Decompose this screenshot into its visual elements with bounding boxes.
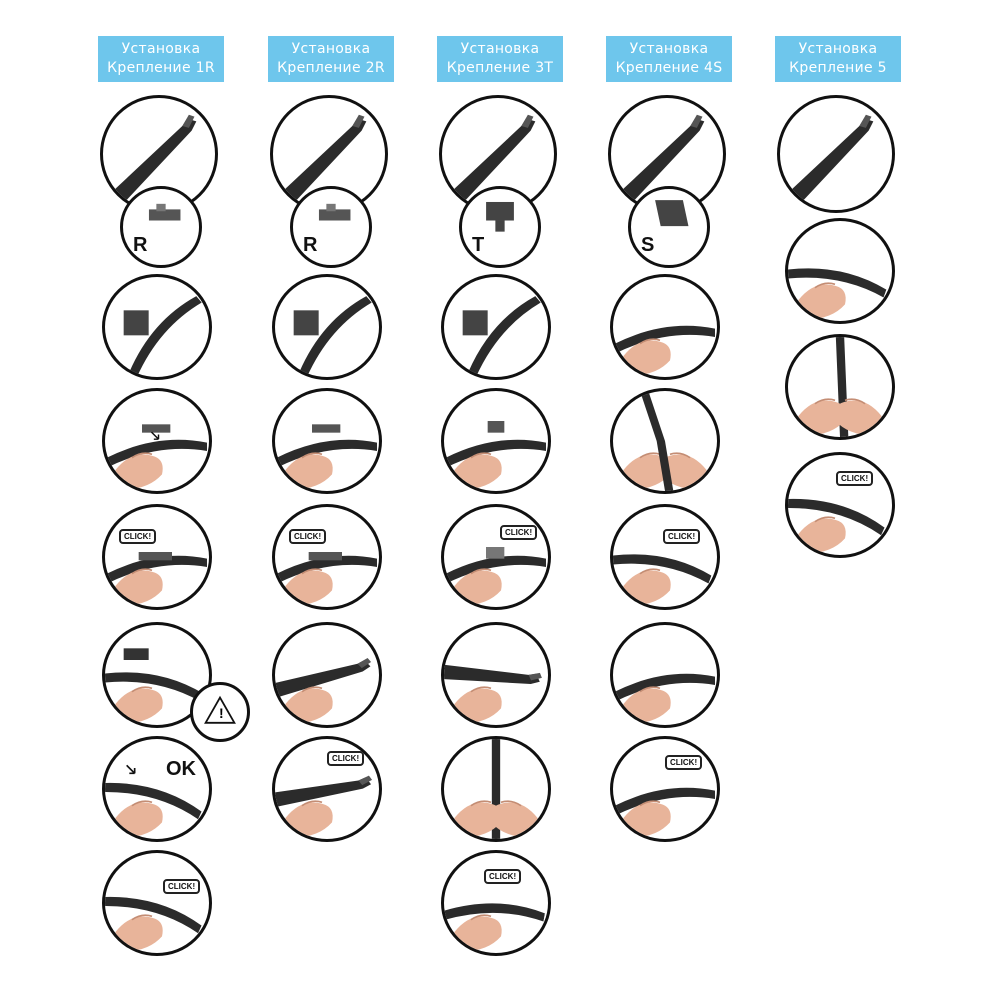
adapter-2r: R [290, 186, 372, 268]
adapter-1r-letter: R [133, 234, 148, 256]
adapter-3t: T [459, 186, 541, 268]
step-3t-5 [441, 622, 551, 728]
click-bubble-2r-6: CLICK! [327, 751, 365, 766]
step-2r-5 [272, 622, 382, 728]
step-4s-3 [610, 388, 720, 494]
adapter-2r-letter: R [303, 234, 318, 256]
header-2r-line2: Крепление 2R [277, 60, 385, 76]
warning-symbol: ! [219, 705, 224, 721]
step-1r-6 [102, 736, 212, 842]
step-1r-2 [102, 274, 212, 380]
step-5-4: CLICK! [785, 452, 895, 558]
step-1r-4: CLICK! [102, 504, 212, 610]
click-bubble-1r-7: CLICK! [163, 879, 201, 894]
header-1r: Установка Крепление 1R [98, 36, 224, 82]
step-3t-6 [441, 736, 551, 842]
adapter-4s-letter: S [641, 234, 655, 256]
adapter-4s: S [628, 186, 710, 268]
header-2r-line1: Установка [291, 41, 371, 57]
step-2r-6: CLICK! [272, 736, 382, 842]
header-5-line1: Установка [798, 41, 878, 57]
header-5-line2: Крепление 5 [789, 60, 887, 76]
step-4s-2 [610, 274, 720, 380]
step-5-arm [777, 95, 895, 213]
step-2r-3 [272, 388, 382, 494]
adapter-3t-letter: T [472, 234, 485, 256]
warning-1r: ! [190, 682, 250, 742]
click-bubble-3t-7: CLICK! [484, 869, 522, 884]
step-5-3 [785, 334, 895, 440]
header-3t-line2: Крепление 3T [446, 60, 554, 76]
header-4s-line2: Крепление 4S [615, 60, 723, 76]
step-4s-6: CLICK! [610, 736, 720, 842]
click-bubble-4s-6: CLICK! [665, 755, 703, 770]
header-1r-line1: Установка [121, 41, 201, 57]
header-4s-line1: Установка [629, 41, 709, 57]
click-bubble-2r-4: CLICK! [289, 529, 327, 544]
click-bubble-3t-4: CLICK! [500, 525, 538, 540]
adapter-1r: R [120, 186, 202, 268]
step-4s-5 [610, 622, 720, 728]
header-3t-line1: Установка [460, 41, 540, 57]
ok-label: OK [166, 758, 196, 780]
header-4s: Установка Крепление 4S [606, 36, 732, 82]
step-2r-4: CLICK! [272, 504, 382, 610]
click-bubble-1r-4: CLICK! [119, 529, 157, 544]
step-3t-4: CLICK! [441, 504, 551, 610]
step-2r-2 [272, 274, 382, 380]
header-3t: Установка Крепление 3T [437, 36, 563, 82]
step-1r-3 [102, 388, 212, 494]
header-1r-line2: Крепление 1R [107, 60, 215, 76]
step-4s-4: CLICK! [610, 504, 720, 610]
click-bubble-5-4: CLICK! [836, 471, 874, 486]
step-3t-3 [441, 388, 551, 494]
step-1r-7: CLICK! [102, 850, 212, 956]
step-5-2 [785, 218, 895, 324]
header-2r: Установка Крепление 2R [268, 36, 394, 82]
header-5: Установка Крепление 5 [775, 36, 901, 82]
step-3t-2 [441, 274, 551, 380]
click-bubble-4s-4: CLICK! [663, 529, 701, 544]
step-3t-7: CLICK! [441, 850, 551, 956]
